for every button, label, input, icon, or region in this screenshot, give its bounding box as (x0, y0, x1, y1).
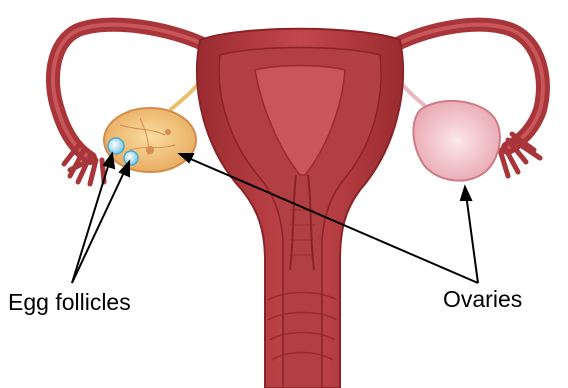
ovaries-label: Ovaries (443, 288, 522, 311)
left-fimbriae (64, 146, 104, 184)
egg-follicles-label: Egg follicles (8, 291, 131, 314)
egg-follicle (124, 151, 138, 165)
egg-follicle (108, 138, 124, 154)
right-fimbriae (500, 134, 540, 176)
right-ovary (413, 101, 499, 181)
